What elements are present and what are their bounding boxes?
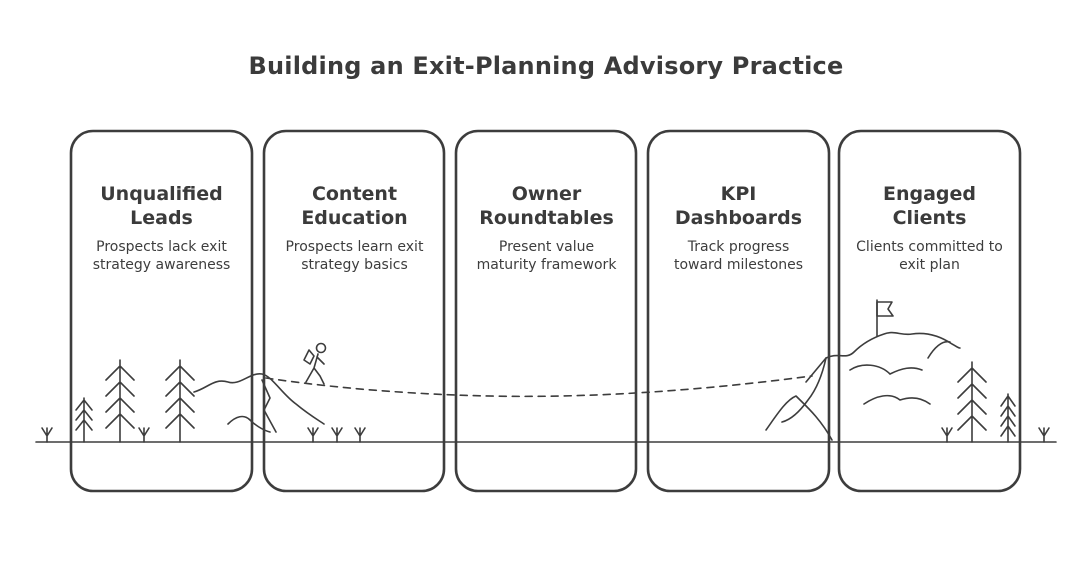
stage-title: Content Education <box>264 182 445 230</box>
stage-title: Engaged Clients <box>839 182 1020 230</box>
stage-desc-line: Track progress <box>687 239 790 255</box>
stage-card-4 <box>646 129 831 493</box>
mountain-icon <box>765 331 961 441</box>
stage-description: Prospects lack exit strategy awareness <box>71 238 252 274</box>
stage-title-line: Roundtables <box>479 207 614 229</box>
diagram-title: Building an Exit-Planning Advisory Pract… <box>248 52 844 80</box>
stage-title-line: Clients <box>892 207 967 229</box>
stage-title-line: KPI <box>720 183 757 205</box>
stage-desc-line: Clients committed to <box>856 239 1003 255</box>
stage-title: Unqualified Leads <box>71 182 252 230</box>
stage-title-line: Owner <box>511 183 582 205</box>
stage-title-line: Dashboards <box>674 207 803 229</box>
stage-desc-line: toward milestones <box>673 257 804 273</box>
stage-title-line: Education <box>301 207 408 229</box>
stage-card-5 <box>837 129 1022 493</box>
stage-title-line: Engaged <box>882 183 976 205</box>
stage-desc-line: Prospects lack exit <box>96 239 227 255</box>
stage-3: Owner Roundtables Present value maturity… <box>456 182 637 274</box>
stage-description: Present value maturity framework <box>456 238 637 274</box>
stage-card-3 <box>454 129 638 493</box>
stage-card-2 <box>262 129 446 493</box>
stage-desc-line: Present value <box>498 239 595 255</box>
stage-desc-line: strategy awareness <box>92 257 231 273</box>
stage-description: Prospects learn exit strategy basics <box>264 238 445 274</box>
stage-title-line: Content <box>311 183 398 205</box>
stage-desc-line: Prospects learn exit <box>285 239 424 255</box>
mountain-icon <box>193 373 325 433</box>
stage-title: KPI Dashboards <box>648 182 829 230</box>
stage-card-1 <box>69 129 254 493</box>
stage-desc-line: strategy basics <box>301 257 408 273</box>
stage-title-line: Leads <box>130 207 193 229</box>
progress-path <box>265 375 813 398</box>
grass-icon <box>41 427 1050 443</box>
stage-desc-line: maturity framework <box>476 257 617 273</box>
stage-title: Owner Roundtables <box>456 182 637 230</box>
flag-icon <box>876 299 894 337</box>
tree-icon <box>957 361 1016 443</box>
stage-description: Clients committed to exit plan <box>839 238 1020 274</box>
stage-4: KPI Dashboards Track progress toward mil… <box>648 182 829 274</box>
stage-1: Unqualified Leads Prospects lack exit st… <box>71 182 252 274</box>
stage-description: Track progress toward milestones <box>648 238 829 274</box>
tree-icon <box>75 359 195 443</box>
stage-title-line: Unqualified <box>100 183 223 205</box>
stage-5: Engaged Clients Clients committed to exi… <box>839 182 1020 274</box>
stage-2: Content Education Prospects learn exit s… <box>264 182 445 274</box>
stage-desc-line: exit plan <box>899 257 960 273</box>
hiker-icon <box>303 342 327 385</box>
